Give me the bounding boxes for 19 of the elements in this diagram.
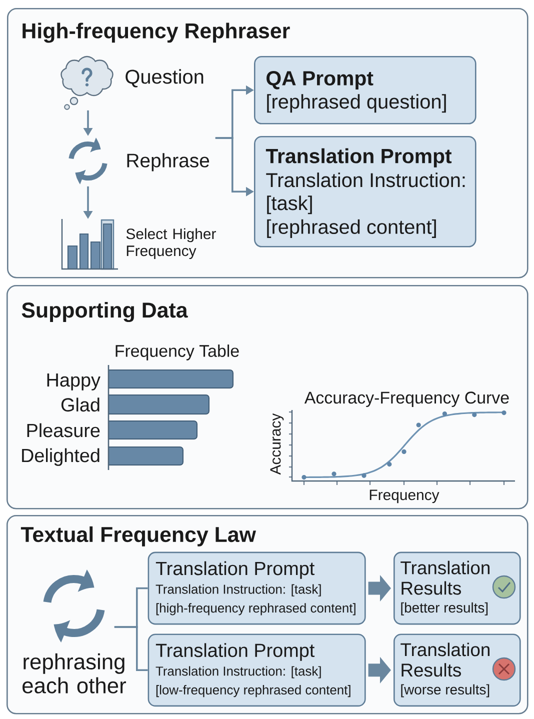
- axis-label: Accuracy: [270, 413, 284, 475]
- icon-label: Question: [126, 69, 204, 88]
- result-box: Translation Results [worse results]: [394, 634, 521, 707]
- prompt-box: QA Prompt [rephrased question]: [254, 56, 476, 124]
- prompt-box: Translation Prompt Translation Instruction: [task] [high-frequency rephrased content]: [148, 552, 366, 625]
- category-label: Pleasure: [27, 423, 100, 438]
- category-label: Glad: [61, 398, 100, 412]
- prompt-box: Translation Prompt Translation Instruction: [task] [low-frequency rephrased content]: [148, 634, 366, 707]
- result-box: Translation Results [better results]: [394, 552, 521, 625]
- category-label: Happy: [47, 373, 100, 390]
- prompt-box: Translation Prompt Translation Instruction: [task] [rephrased content]: [254, 136, 476, 248]
- icon-label: Rephrase: [127, 153, 210, 172]
- category-label: Delighted: [22, 448, 100, 466]
- connector-line: [114, 626, 148, 672]
- axis-label: Frequency: [370, 490, 440, 504]
- chart-title: Frequency Table: [116, 344, 239, 360]
- icon-label: Select Higher Frequency: [126, 228, 216, 260]
- icon-label: rephrasing each other: [22, 653, 126, 694]
- chart-title: Accuracy-Frequency Curve: [304, 392, 509, 408]
